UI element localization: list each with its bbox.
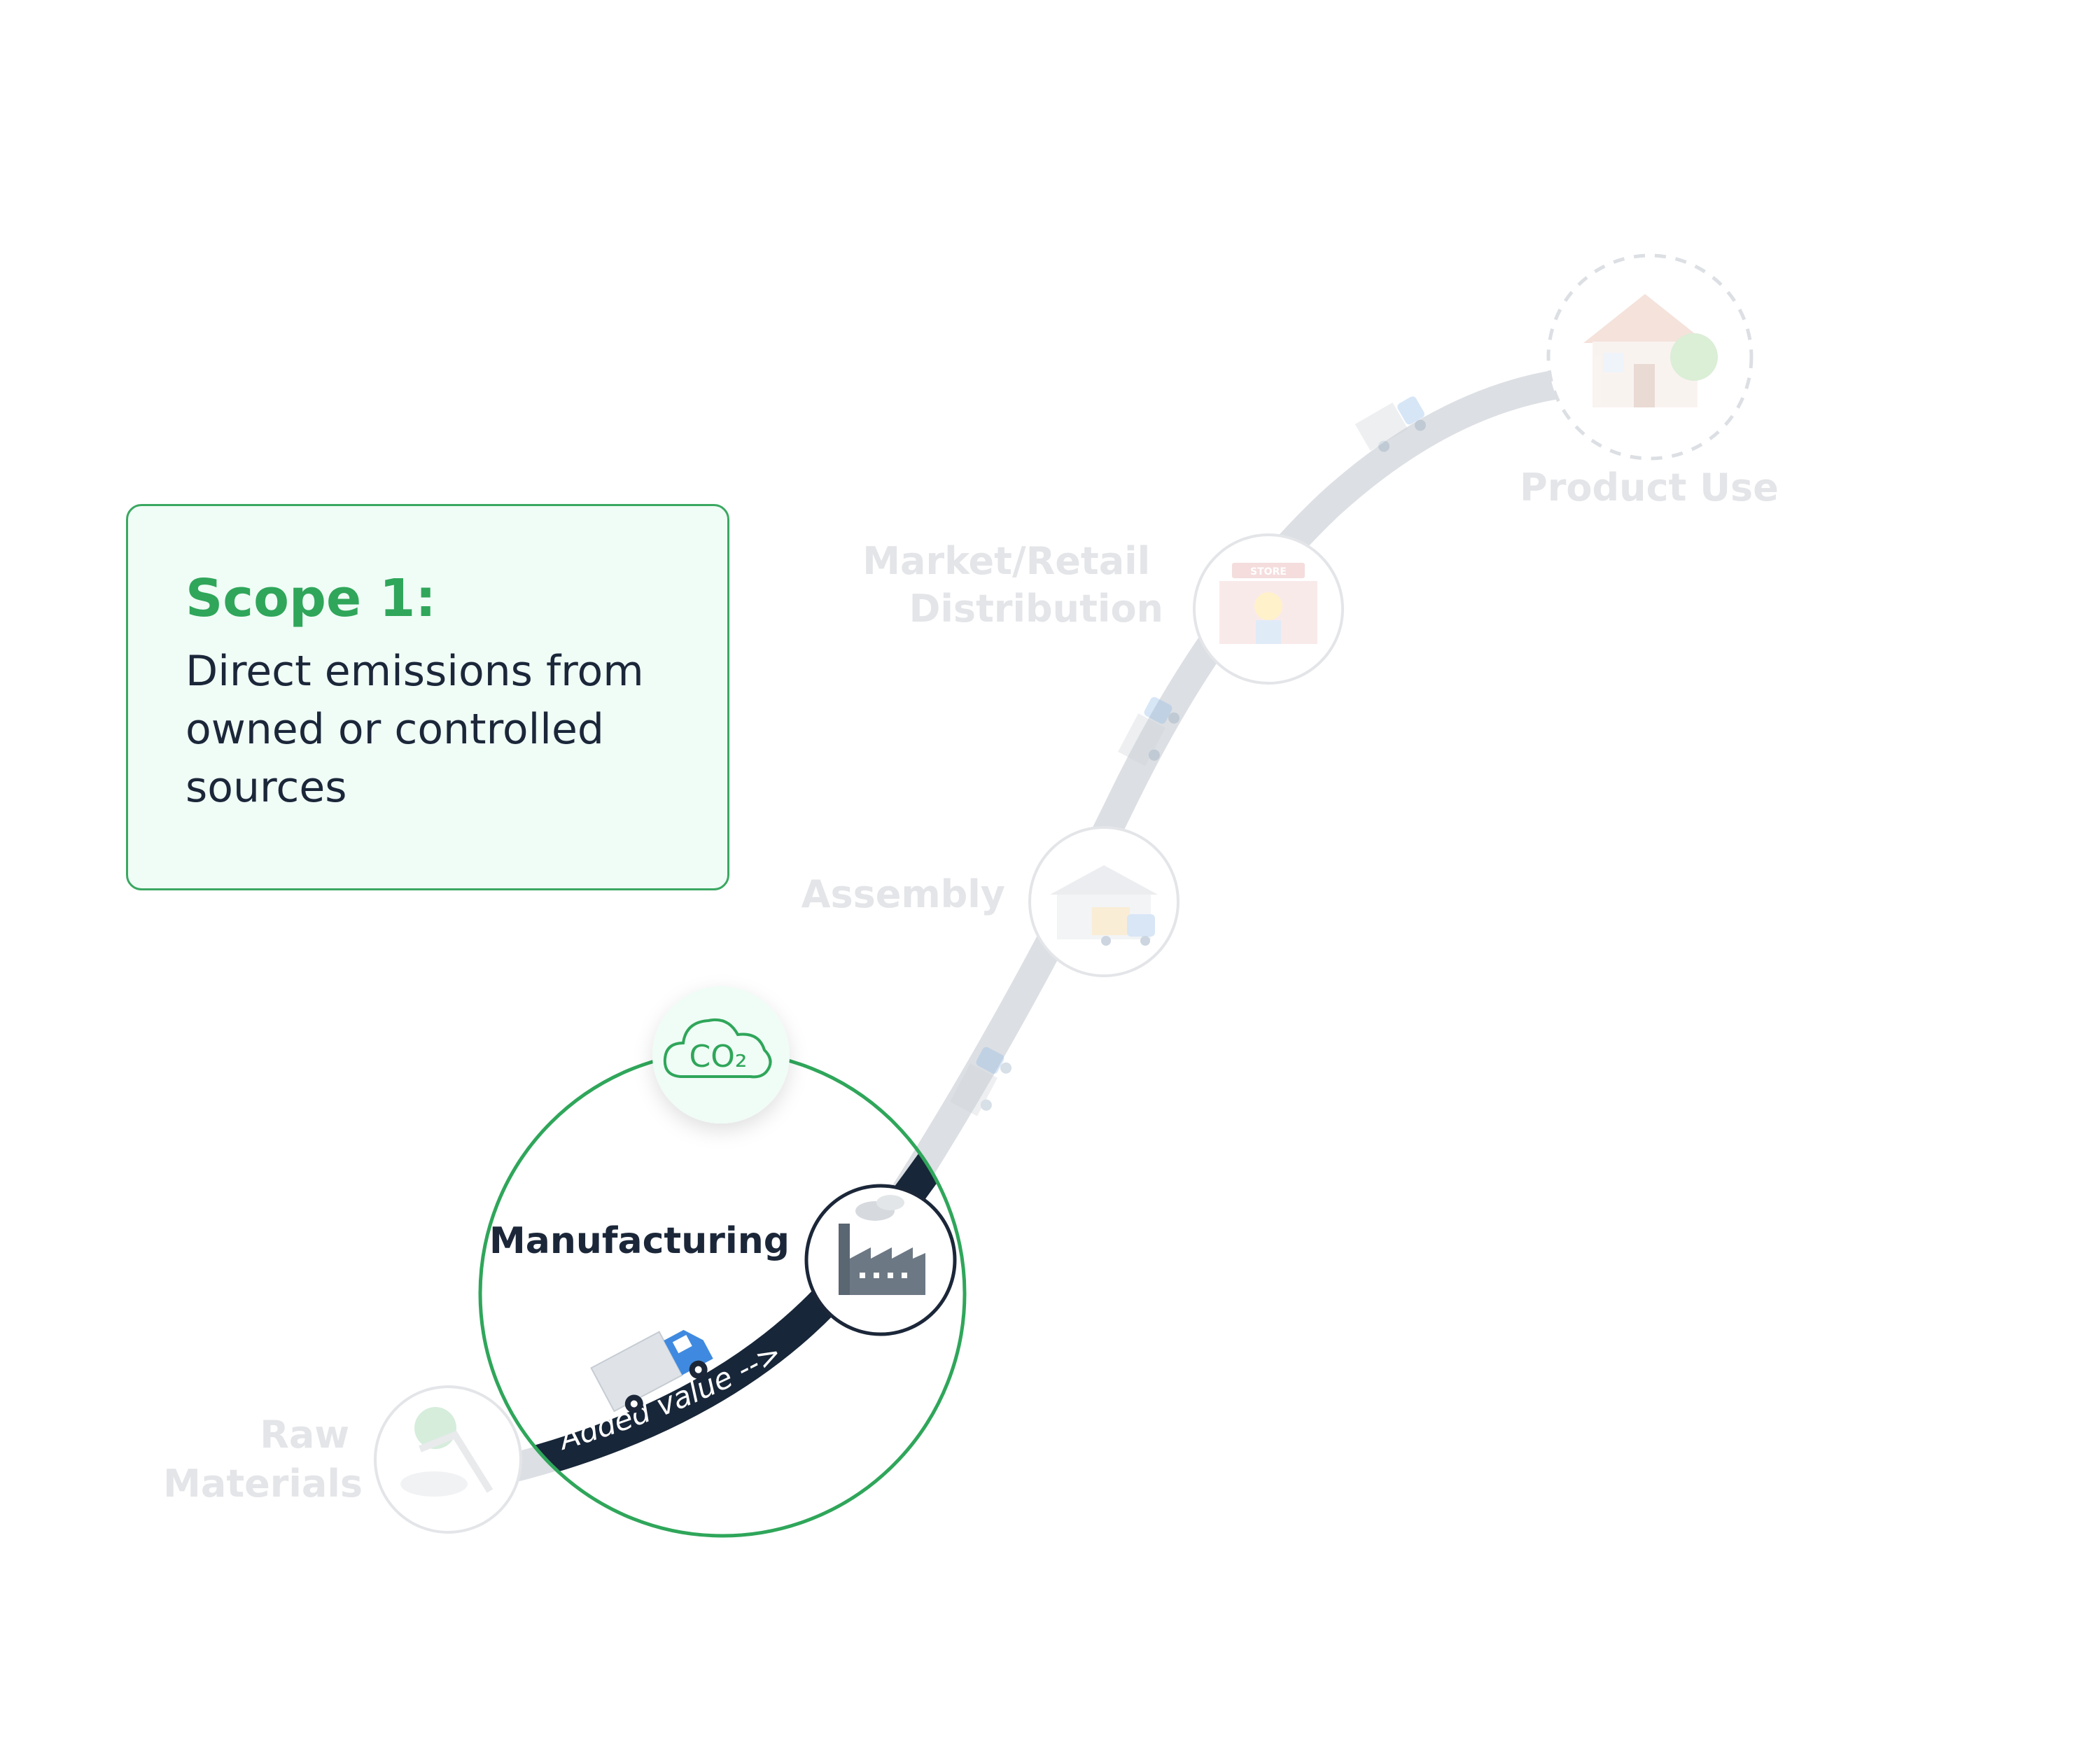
truck-icon (590, 1329, 713, 1413)
stage-raw-materials: Raw Materials (163, 1385, 522, 1534)
scope-description: Direct emissions from owned or controlle… (186, 647, 644, 812)
factory-icon (839, 1195, 925, 1295)
stage-label-manufacturing: Manufacturing (489, 1220, 790, 1262)
co2-cloud-icon: CO₂ (663, 1018, 772, 1079)
house-icon (1583, 294, 1718, 407)
warehouse-icon (1050, 865, 1158, 946)
stage-label-raw: Raw Materials (163, 1413, 363, 1506)
co2-text: CO₂ (690, 1039, 748, 1074)
truck-icon (1354, 396, 1426, 452)
scope-card: Scope 1: Direct emissions from owned or … (126, 504, 729, 890)
store-icon: STORE (1219, 563, 1317, 644)
scope-title: Scope 1: (186, 568, 437, 629)
stage-distribution: STORE Market/Retail Distribution (862, 533, 1344, 685)
raw-materials-icon (400, 1407, 493, 1497)
stage-label-assembly: Assembly (802, 872, 1005, 916)
truck-icon (950, 1046, 1012, 1116)
co2-badge (652, 986, 790, 1124)
stage-label-distribution: Market/Retail Distribution (862, 539, 1163, 631)
stage-assembly: Assembly (802, 826, 1180, 977)
store-sign: STORE (1250, 566, 1287, 578)
truck-icon (1118, 696, 1180, 766)
stage-manufacturing (804, 1184, 957, 1336)
stage-product-use: Product Use (1520, 253, 1779, 510)
stage-label-product-use: Product Use (1520, 465, 1779, 510)
